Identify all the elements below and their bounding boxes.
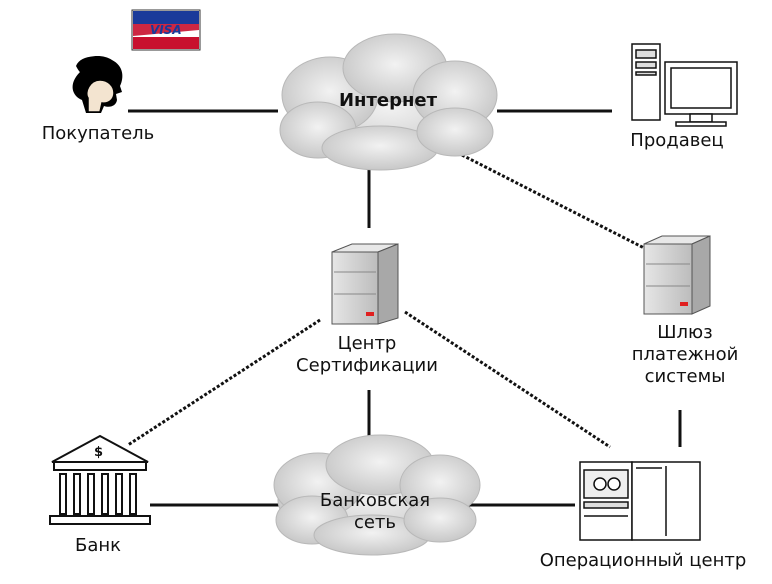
gateway-server-icon [643,235,711,315]
customer-icon [72,56,123,113]
bank-network-label-line-1: Банковская [319,490,431,511]
internet-cloud [279,33,498,171]
line-cert-bank [127,318,321,447]
bank-network-cloud [273,434,481,556]
internet-label: Интернет [338,90,438,111]
gateway-label: Шлюз платежной системы [615,322,755,388]
line-cert-ops [404,310,611,449]
bank-network-label-line-2: сеть [353,512,397,533]
cert-center-label-line-1: Центр [337,333,397,354]
gateway-label-line-2: платежной [631,344,739,365]
operations-center-label: Операционный центр [539,550,747,571]
cert-center-label-line-2: Сертификации [296,355,438,376]
line-internet-gateway [461,153,649,252]
customer-label: Покупатель [41,123,155,144]
connection-lines [127,109,682,507]
visa-card-icon: VISA [131,9,201,51]
gateway-label-line-3: системы [644,366,726,387]
svg-text:$: $ [94,445,103,460]
seller-computer-icon [631,43,738,127]
bank-building-icon: $ [49,434,151,525]
bank-network-label: Банковская сеть [290,490,460,534]
cert-center-label: Центр Сертификации [262,333,472,377]
bank-label: Банк [74,535,122,556]
seller-label: Продавец [630,130,724,151]
visa-text: VISA [150,23,182,37]
operations-center-icon [579,461,701,541]
gateway-label-line-1: Шлюз [657,322,713,343]
cert-center-server-icon [331,243,399,325]
